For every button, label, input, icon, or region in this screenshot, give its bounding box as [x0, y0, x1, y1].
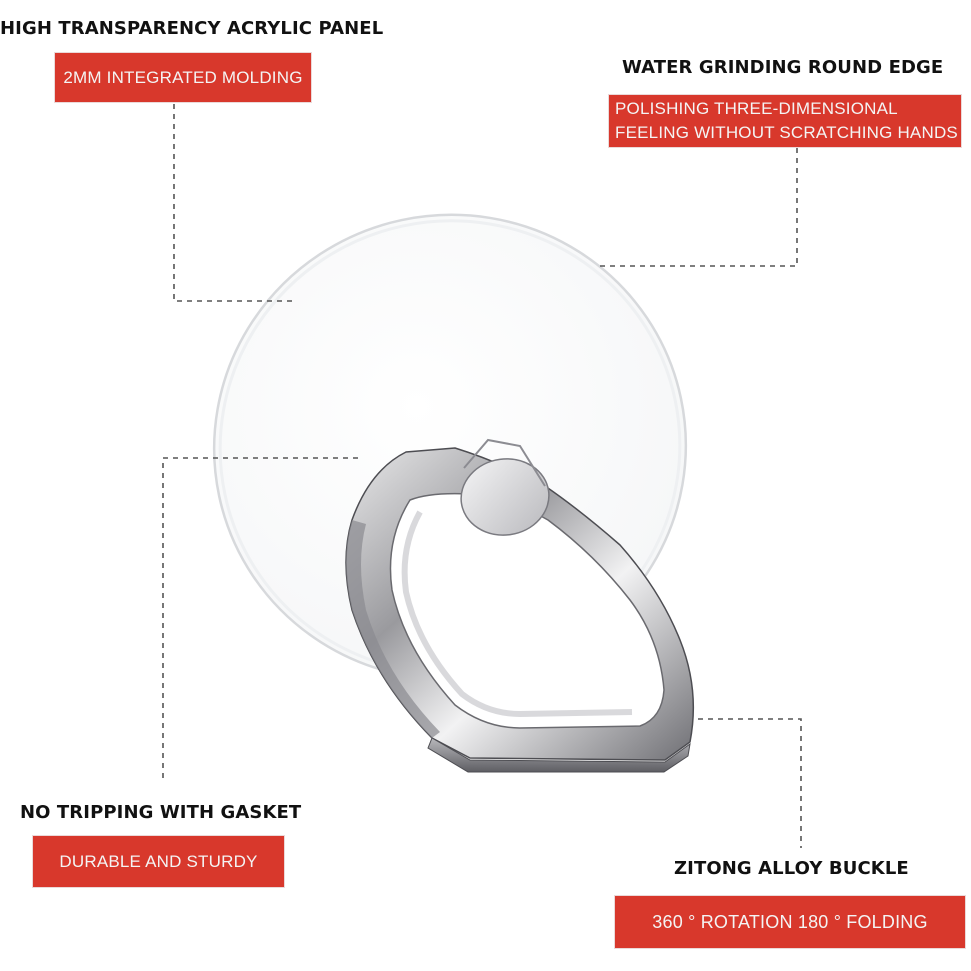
gasket-heading: NO TRIPPING WITH GASKET: [20, 802, 302, 823]
gasket-tag: DURABLE AND STURDY: [33, 836, 284, 887]
leader-line-panel: [173, 104, 296, 302]
buckle-heading: ZITONG ALLOY BUCKLE: [674, 858, 909, 879]
edge-tag: POLISHING THREE-DIMENSIONAL FEELING WITH…: [609, 95, 961, 147]
buckle-tag: 360 ° ROTATION 180 ° FOLDING: [615, 896, 965, 948]
leader-line-gasket: [162, 457, 358, 780]
leader-line-edge: [598, 148, 798, 267]
edge-tag-line-2: FEELING WITHOUT SCRATCHING HANDS: [615, 123, 958, 142]
edge-tag-line-1: POLISHING THREE-DIMENSIONAL: [615, 99, 898, 118]
edge-heading: WATER GRINDING ROUND EDGE: [622, 57, 944, 78]
panel-heading: HIGH TRANSPARENCY ACRYLIC PANEL: [0, 18, 384, 39]
alloy-ring-buckle: [345, 438, 695, 773]
panel-tag: 2MM INTEGRATED MOLDING: [55, 53, 311, 102]
